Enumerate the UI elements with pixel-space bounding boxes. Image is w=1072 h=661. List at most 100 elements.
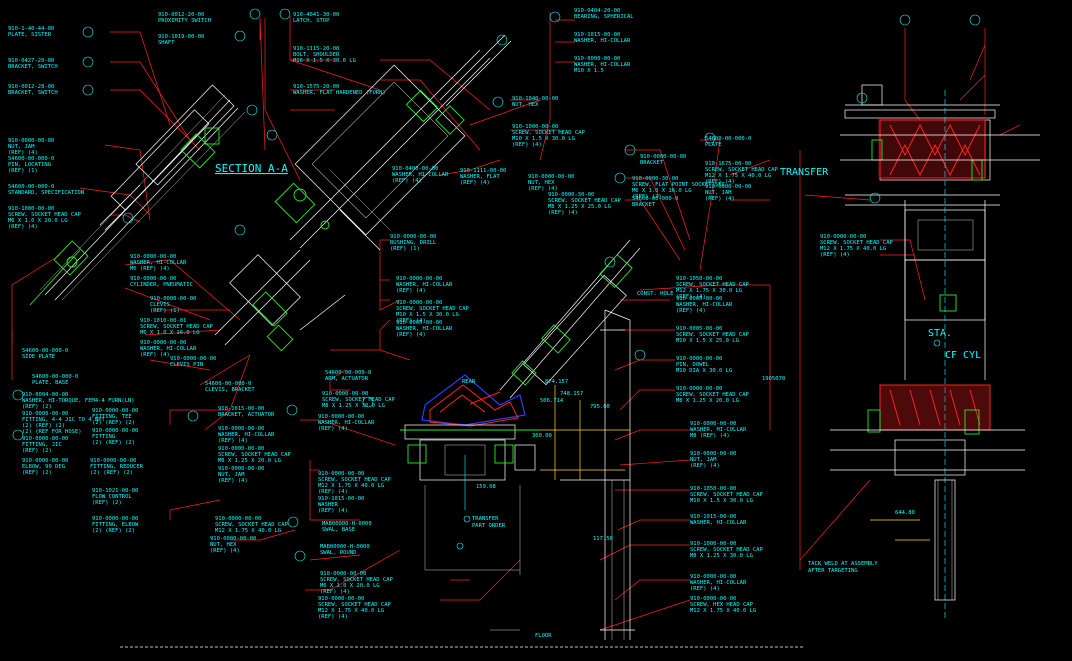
dim-8: 795.00: [590, 404, 610, 410]
left-actuator-assembly: [29, 84, 246, 306]
part-fixture-center: [400, 374, 630, 575]
right-actuator-assembly: [499, 239, 641, 399]
transfer-label: TRANSFER: [780, 167, 829, 178]
dim-5: 159.08: [476, 484, 496, 490]
leader-lines: [11, 12, 1021, 631]
dim-2: 644.80: [895, 510, 915, 516]
balloon-markers: [12, 8, 981, 562]
center-actuator-assembly: [214, 34, 512, 352]
dim-4: 300.00: [532, 433, 552, 439]
const-hole-label: CONST. HOLE: [637, 291, 673, 297]
section-title: SECTION A-A: [215, 162, 288, 175]
rear-label: REAR: [462, 379, 476, 385]
dim-1: 1905070: [762, 376, 785, 382]
sta-label: STA.: [928, 328, 952, 339]
floor-line: [120, 629, 805, 648]
dim-3: 117.50: [593, 536, 613, 542]
floor-label: FLOOR: [535, 633, 552, 639]
support-column: [554, 309, 635, 640]
side-view-fixture: [830, 84, 1040, 620]
dim-9: 506.714: [540, 398, 564, 404]
dim-7: 748.157: [560, 391, 583, 397]
dim-6: 874.157: [545, 379, 568, 385]
dimension-texts: 1905070 644.80 117.50 300.00 159.08 874.…: [476, 376, 915, 542]
